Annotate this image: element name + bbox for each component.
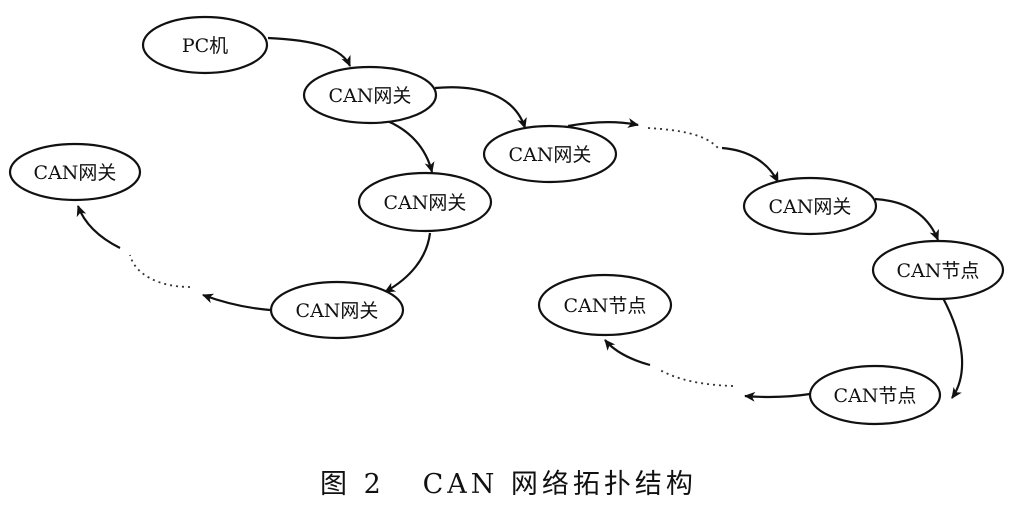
node-gateway-right2: CAN网关 bbox=[742, 176, 878, 236]
figure-caption: 图 2 CAN 网络拓扑结构 bbox=[0, 462, 1017, 501]
edge-gateway-to-right-gateway bbox=[434, 86, 527, 129]
node-ellipse bbox=[8, 142, 142, 202]
figure-number: 图 2 bbox=[320, 469, 385, 500]
edge-node1-to-node2 bbox=[942, 297, 964, 399]
edge-left-to-far-left-gateway bbox=[76, 205, 121, 249]
node-label: CAN网关 bbox=[329, 85, 412, 107]
node-ellipse bbox=[537, 273, 673, 337]
node-can-node-1: CAN节点 bbox=[871, 239, 1005, 301]
node-label: CAN节点 bbox=[834, 385, 917, 407]
edges bbox=[76, 36, 964, 402]
node-ellipse bbox=[357, 171, 493, 233]
node-label: CAN网关 bbox=[769, 196, 852, 218]
edge-gateway-to-mid-gateway bbox=[384, 118, 435, 173]
node-label: CAN节点 bbox=[897, 260, 980, 282]
node-can-node-2: CAN节点 bbox=[808, 364, 942, 426]
node-label: CAN网关 bbox=[509, 144, 592, 166]
node-label: PC机 bbox=[182, 35, 228, 57]
edge-left-dotted bbox=[129, 254, 191, 288]
node-gateway-mid: CAN网关 bbox=[357, 171, 493, 233]
node-label: CAN网关 bbox=[384, 192, 467, 214]
node-gateway-main: CAN网关 bbox=[302, 65, 438, 125]
node-ellipse bbox=[269, 280, 405, 340]
node-label: CAN网关 bbox=[296, 300, 379, 322]
edge-right-dotted bbox=[647, 127, 719, 149]
edge-mid-gateway-to-lower-gateway bbox=[384, 232, 432, 293]
node-can-node-3: CAN节点 bbox=[537, 273, 673, 337]
edge-right-gateway-outgoing bbox=[567, 118, 639, 128]
node-ellipse bbox=[808, 364, 942, 426]
figure-title: CAN 网络拓扑结构 bbox=[422, 469, 697, 500]
node-gateway-right1: CAN网关 bbox=[482, 124, 618, 184]
edge-lower-gateway-to-left bbox=[202, 293, 271, 312]
node-gateway-far-left: CAN网关 bbox=[8, 142, 142, 202]
node-ellipse bbox=[742, 176, 878, 236]
edge-pc-to-gateway bbox=[267, 36, 352, 67]
node-label: CAN网关 bbox=[34, 162, 117, 184]
node-label: CAN节点 bbox=[564, 295, 647, 317]
node-ellipse bbox=[141, 15, 269, 75]
node-gateway-lower: CAN网关 bbox=[269, 280, 405, 340]
edge-bottom-right-dotted bbox=[659, 369, 734, 387]
node-ellipse bbox=[482, 124, 618, 184]
node-ellipse bbox=[871, 239, 1005, 301]
node-ellipse bbox=[302, 65, 438, 125]
edge-node2-outgoing bbox=[744, 391, 811, 402]
edge-to-node3 bbox=[604, 339, 651, 367]
edge-right-gateway2-to-node1 bbox=[874, 197, 940, 241]
node-pc: PC机 bbox=[141, 15, 269, 75]
edge-to-right-gateway2 bbox=[721, 146, 779, 183]
